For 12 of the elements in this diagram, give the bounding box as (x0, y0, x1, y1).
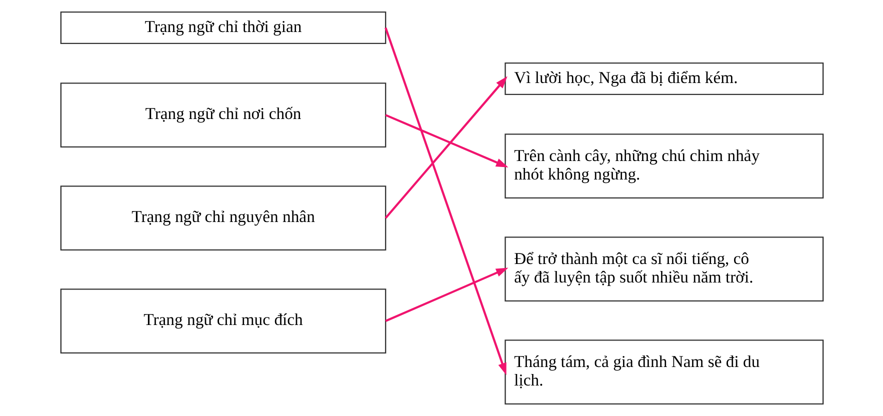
node-box: Trạng ngữ chỉ mục đích (60, 288, 386, 354)
node-box: Trạng ngữ chỉ nơi chốn (60, 82, 386, 148)
node-box: Trạng ngữ chỉ thời gian (60, 11, 386, 44)
arrow (384, 114, 508, 168)
node-box: Trên cành cây, những chú chim nhảy nhót không ngừng. (504, 134, 824, 199)
arrow (384, 27, 506, 376)
node-box: Vì lười học, Nga đã bị điểm kém. (504, 62, 824, 96)
node-box: Trạng ngữ chỉ nguyên nhân (60, 186, 386, 251)
arrow (384, 268, 508, 322)
node-box: Tháng tám, cả gia đình Nam sẽ đi du lịch. (504, 340, 824, 405)
arrow (384, 76, 507, 219)
node-box: Để trở thành một ca sĩ nổi tiếng, cô ấy đã luyện tập suốt nhiều năm trời. (504, 236, 824, 302)
